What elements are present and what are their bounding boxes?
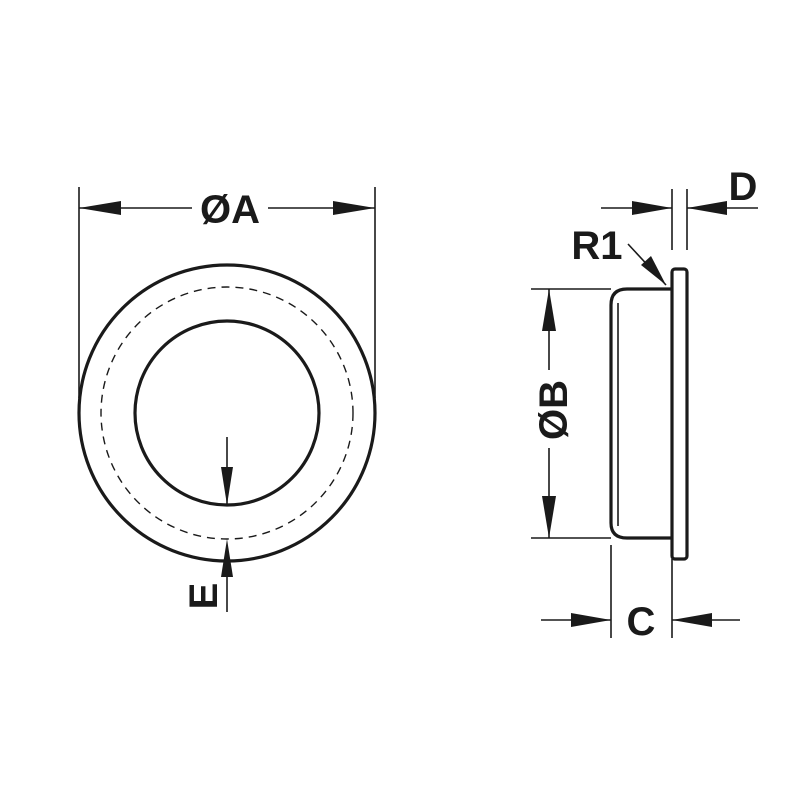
label-dim-c: C	[627, 600, 656, 644]
arrowhead-d-left	[632, 201, 672, 215]
side-view: ØB C D R1	[531, 165, 758, 644]
flange-profile	[670, 267, 689, 561]
arrowhead-a-left	[79, 201, 121, 215]
arrowhead-c-left	[571, 613, 611, 627]
arrowhead-r1	[641, 256, 666, 285]
arrowhead-b-bottom	[542, 496, 556, 538]
label-dim-e: E	[182, 583, 226, 610]
arrowhead-e-lower	[221, 539, 233, 577]
arrowhead-a-right	[333, 201, 375, 215]
body-profile	[609, 287, 672, 540]
front-view: ØA E	[77, 187, 377, 612]
arrowhead-b-top	[542, 289, 556, 331]
label-diameter-b: ØB	[532, 380, 576, 440]
outer-rim-circle	[77, 263, 377, 563]
arrowhead-e-upper	[221, 467, 233, 505]
label-radius-r1: R1	[571, 224, 622, 268]
label-dim-d: D	[729, 165, 758, 209]
arrowhead-c-right	[672, 613, 712, 627]
label-diameter-a: ØA	[200, 188, 260, 232]
arrowhead-d-right	[687, 201, 727, 215]
